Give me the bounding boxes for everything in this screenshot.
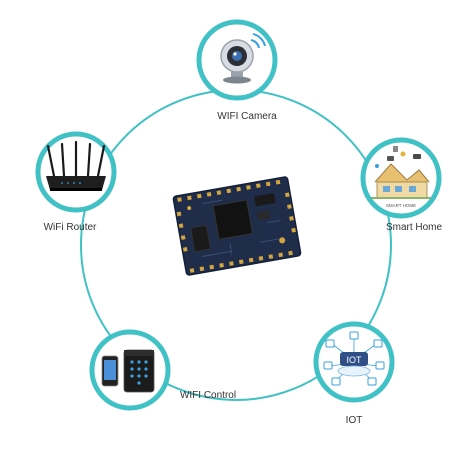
smart-home-caption: SMART HOME [386, 203, 416, 208]
iot-badge-text: IOT [347, 355, 363, 365]
router-label: WiFi Router [43, 222, 97, 233]
iot-label: IOT [345, 415, 363, 426]
router-icon [46, 140, 106, 191]
webcam-icon [220, 33, 266, 84]
iot-cloud-icon: IOT [323, 331, 385, 386]
camera-label: WIFI Camera [217, 111, 277, 122]
smart-home-label: Smart Home [385, 222, 443, 233]
keypad-phone-icon [101, 349, 155, 393]
wifi-control-label: WIFI Control [179, 390, 237, 401]
smart-home-icon [371, 146, 431, 199]
wifi-module-board-icon [172, 176, 302, 276]
